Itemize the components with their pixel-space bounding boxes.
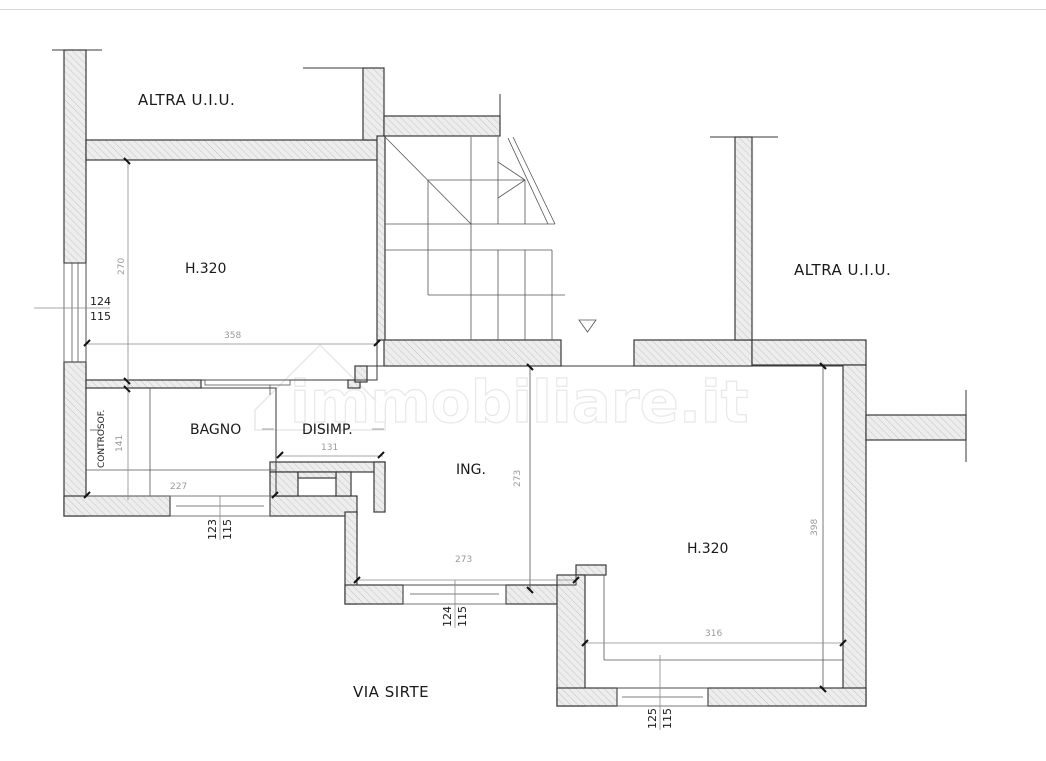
room-height-label: H.320 [185, 261, 226, 277]
window-main-bottom: 115 [661, 708, 674, 729]
dim-bagno-width: 227 [170, 482, 187, 492]
room-main-height-label: H.320 [687, 541, 728, 557]
disimp-label: DISIMP. [302, 422, 353, 438]
ing-label: ING. [456, 462, 486, 478]
window-left-top: 124 [90, 295, 111, 308]
window-dimensions: 124 115 123 115 124 115 125 115 [90, 295, 674, 729]
dim-room-top-width: 358 [224, 331, 241, 341]
windows [63, 262, 709, 707]
window-ing-bottom: 115 [456, 606, 469, 627]
dim-ing-width: 273 [455, 555, 472, 565]
window-bagno-top: 123 [206, 519, 219, 540]
neighbor-unit-label: ALTRA U.I.U. [138, 91, 235, 109]
controsof-label: CONTROSOF. [97, 410, 107, 468]
bagno-label: BAGNO [190, 422, 241, 438]
dim-room-top-depth: 270 [117, 258, 127, 275]
window-left-bottom: 115 [90, 310, 111, 323]
dim-ing-depth: 273 [513, 470, 523, 487]
street-label: VIA SIRTE [353, 683, 429, 701]
labels: ALTRA U.I.U. ALTRA U.I.U. VIA SIRTE H.32… [97, 91, 891, 701]
dim-main-width: 316 [705, 629, 722, 639]
walls [52, 49, 967, 707]
window-bagno-bottom: 115 [221, 519, 234, 540]
window-main-top: 125 [646, 708, 659, 729]
dim-disimp-width: 131 [321, 443, 338, 453]
dim-bagno-depth: 141 [115, 435, 125, 452]
window-ing-top: 124 [441, 606, 454, 627]
dim-main-depth: 398 [810, 519, 820, 536]
neighbor-unit-label-right: ALTRA U.I.U. [794, 261, 891, 279]
dimension-texts: 270 358 141 227 131 273 273 316 398 [115, 258, 820, 639]
top-divider [0, 9, 1046, 10]
staircase [384, 136, 597, 340]
entrance-marker-icon [578, 319, 597, 333]
dimensions [34, 157, 847, 730]
